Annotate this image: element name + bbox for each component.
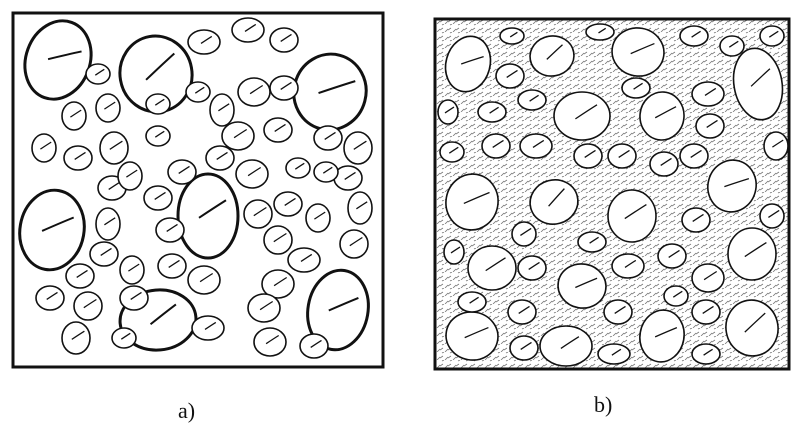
stone-small (254, 328, 286, 356)
stone-large (554, 92, 610, 140)
stone-small (118, 162, 142, 190)
stone-small (444, 240, 464, 264)
stone-small (120, 256, 144, 284)
stone-small (348, 192, 372, 224)
panel-b-illustration (432, 16, 792, 372)
stone-small (340, 230, 368, 258)
stone-small (238, 78, 270, 106)
stone-small (62, 102, 86, 130)
stone-large (285, 46, 374, 138)
stone-small (692, 264, 724, 292)
stone-small (244, 200, 272, 228)
stone-small (438, 100, 458, 124)
stone-small (764, 132, 788, 160)
panel-a-illustration (8, 8, 388, 372)
stone-small (96, 208, 120, 240)
stone-small (96, 94, 120, 122)
stone-small (248, 294, 280, 322)
stone-small (210, 94, 234, 126)
stone-large (608, 190, 656, 242)
stone-small (512, 222, 536, 246)
panel-b-caption: b) (594, 392, 612, 418)
stone-small (32, 134, 56, 162)
stone-small (222, 122, 254, 150)
stone-large (14, 185, 91, 275)
stone-small (100, 132, 128, 164)
stone-small (760, 204, 784, 228)
stone-small (62, 322, 90, 354)
panel-a-stones (14, 11, 375, 358)
stone-small (264, 226, 292, 254)
panel-a-caption: a) (178, 398, 195, 424)
stone-large (468, 246, 516, 290)
stone-large (540, 326, 592, 366)
stone-large (728, 228, 776, 280)
stone-small (344, 132, 372, 164)
stone-small (188, 266, 220, 294)
stone-large (14, 11, 102, 108)
stone-small (74, 292, 102, 320)
stone-large (178, 174, 238, 258)
stone-small (306, 204, 330, 232)
stone-small (236, 160, 268, 188)
